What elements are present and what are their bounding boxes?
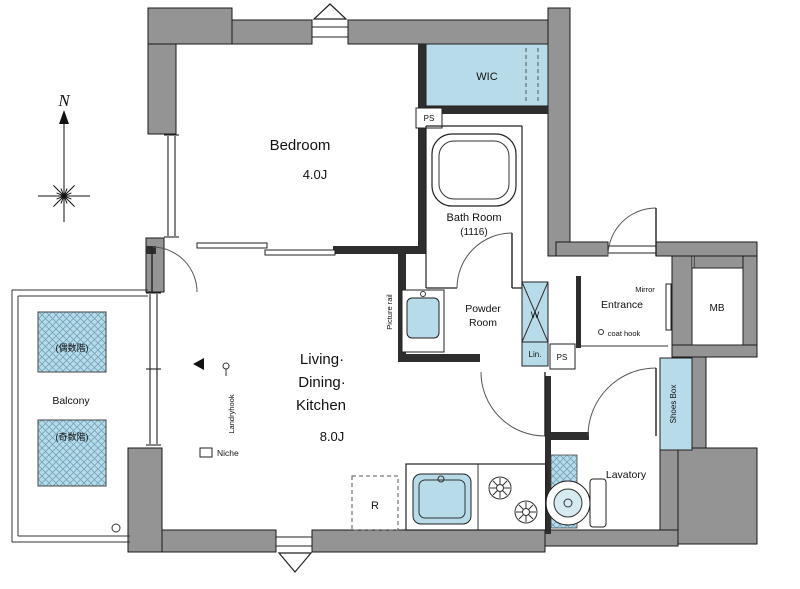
powder-room-label-1: Powder xyxy=(465,303,501,315)
kitchen-counter xyxy=(405,463,547,531)
refrigerator-box xyxy=(351,475,399,531)
bedroom-door-swing-icon xyxy=(151,246,198,293)
wic-label: WIC xyxy=(476,71,497,83)
powder-room-label-2: Room xyxy=(469,317,497,329)
laundry-hook-icon xyxy=(222,362,230,376)
stove-icon xyxy=(488,476,538,524)
marker-triangle-icon xyxy=(193,358,204,370)
balcony-hatch-box-odd xyxy=(37,419,107,487)
bathroom-door-swing-icon xyxy=(456,232,513,289)
ldk-size-label: 8.0J xyxy=(320,429,345,444)
bedroom-size-label: 4.0J xyxy=(303,167,328,182)
coat-hook-icon xyxy=(598,329,604,335)
bathroom-size-label: (1116) xyxy=(460,227,487,238)
ldk-label-2: Dining· xyxy=(298,374,346,391)
north-arrowhead xyxy=(59,110,69,124)
refrigerator-label: R xyxy=(371,500,379,512)
bedroom-sliding-door xyxy=(196,242,336,256)
wic-room xyxy=(425,43,549,107)
bathroom-outline xyxy=(425,125,523,289)
picture-rail-label: Picture rail xyxy=(385,294,394,330)
shoes-box-label: Shoes Box xyxy=(669,385,678,424)
ldk-label-3: Kitchen xyxy=(296,397,346,414)
wall-segments xyxy=(127,7,758,553)
shoes-box xyxy=(659,357,693,451)
north-label: N xyxy=(57,91,71,110)
washer-label: W xyxy=(531,310,540,320)
front-door-swing-icon xyxy=(607,207,657,257)
pipe-space-top-label: PS xyxy=(424,114,435,123)
bedroom-label: Bedroom xyxy=(270,137,331,154)
niche-label: Niche xyxy=(217,448,239,458)
linen-label: Lin. xyxy=(529,350,542,359)
odd-floors-label: (奇数階) xyxy=(56,431,89,442)
vent-triangle-bottom-icon xyxy=(277,552,313,573)
lavatory-door-swing-icon xyxy=(587,367,657,437)
window-bottom-wall xyxy=(276,536,312,547)
balcony-label: Balcony xyxy=(52,395,90,407)
even-floors-label: (偶数階) xyxy=(56,342,89,353)
drain-circle-icon xyxy=(111,523,121,533)
meter-box-label: MB xyxy=(710,303,725,314)
balcony-outline xyxy=(11,289,148,543)
kitchen-sink-icon xyxy=(412,473,472,525)
balcony-hatch-box-even xyxy=(37,311,107,373)
entrance-label: Entrance xyxy=(601,299,643,311)
coat-hook-label: coat hook xyxy=(608,329,641,338)
window-top-wall xyxy=(312,26,348,38)
toilet-icon xyxy=(545,454,607,529)
ldk-label-1: Living· xyxy=(300,351,344,368)
corridor-door-swing-icon xyxy=(480,371,546,437)
mirror-label: Mirror xyxy=(635,285,655,294)
pipe-space-mid-box xyxy=(549,343,576,370)
linen-box xyxy=(521,341,549,367)
lavatory-label: Lavatory xyxy=(606,469,647,481)
pipe-space-top-box xyxy=(415,107,443,129)
bathtub-icon xyxy=(431,133,517,207)
compass-star xyxy=(38,170,90,222)
compass-icon: N xyxy=(38,91,90,222)
niche-icon xyxy=(199,447,213,458)
balcony-sliding-door xyxy=(146,292,161,446)
meter-box xyxy=(691,267,744,346)
laundry-hook-label: Landryhook xyxy=(227,394,236,433)
powder-sink-icon xyxy=(401,289,445,353)
bathroom-label: Bath Room xyxy=(446,212,501,224)
window-bedroom-left xyxy=(164,134,179,238)
vent-triangle-top-icon xyxy=(312,3,348,20)
pipe-space-mid-label: PS xyxy=(557,353,568,362)
mirror-icon xyxy=(665,283,672,331)
washer-pan-icon xyxy=(521,281,549,343)
